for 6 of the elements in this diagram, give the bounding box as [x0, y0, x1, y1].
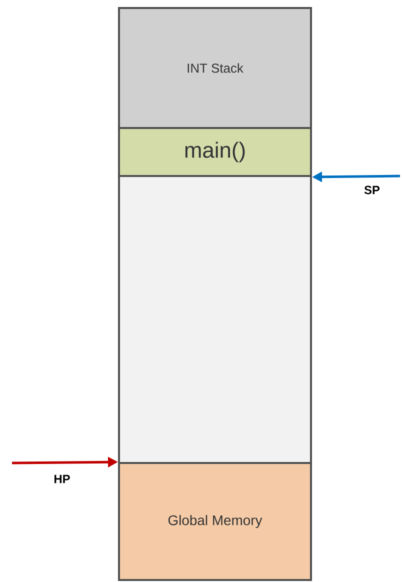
memory-segment: INT Stack — [118, 7, 312, 129]
free-memory-box — [118, 175, 312, 464]
edge-label: SP — [364, 186, 380, 194]
memory-segment: main() — [118, 127, 312, 177]
edge-label: HP — [54, 474, 70, 484]
memory-segment: Global Memory — [118, 462, 312, 581]
